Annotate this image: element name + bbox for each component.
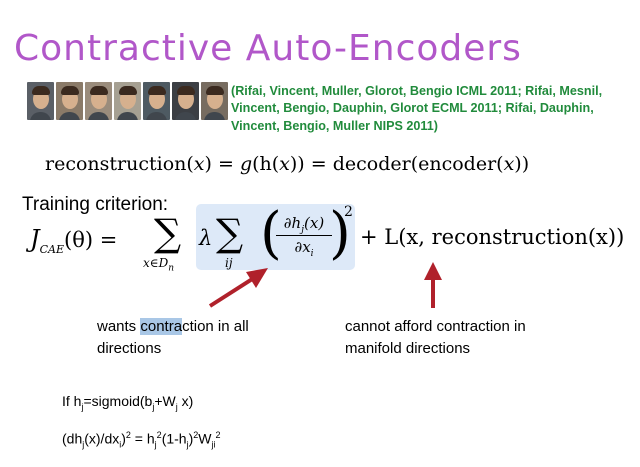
shoulders-shape (59, 112, 80, 120)
author-photos (27, 82, 228, 120)
hair-shape (31, 86, 50, 95)
shoulders-shape (30, 112, 51, 120)
hair-shape (89, 86, 108, 95)
lambda-symbol: λ (199, 226, 213, 250)
outer-sum-symbol: ∑ (154, 211, 182, 255)
author-photo (85, 82, 112, 120)
contraction-arrow (208, 268, 268, 308)
fraction-bar (276, 235, 332, 236)
shoulders-shape (117, 112, 138, 120)
author-photo (143, 82, 170, 120)
hair-shape (147, 86, 166, 95)
right-paren: ) (329, 201, 351, 266)
author-photo (114, 82, 141, 120)
reconstruction-formula: reconstruction(x) = g(h(x)) = decoder(en… (45, 153, 530, 175)
hair-shape (118, 86, 137, 95)
author-photo (201, 82, 228, 120)
derivative-formula: (dhj(x)/dxi)2 = hj2(1-hj)2Wji2 (62, 430, 221, 450)
hair-shape (205, 86, 224, 95)
inner-sum-subscript: ij (225, 256, 233, 270)
fraction-numerator: ∂hj(x) (283, 214, 325, 235)
author-photo (27, 82, 54, 120)
inner-sum-symbol: ∑ (216, 211, 244, 255)
training-criterion-label: Training criterion: (22, 194, 169, 215)
fraction-denominator: ∂xi (294, 238, 314, 259)
cae-objective-lhs: JCAE(θ) = (30, 225, 118, 256)
shoulders-shape (175, 112, 196, 120)
manifold-arrow (424, 262, 442, 308)
shoulders-shape (88, 112, 109, 120)
left-paren: ( (260, 201, 282, 266)
slide-title: Contractive Auto-Encoders (14, 28, 522, 69)
author-photo (56, 82, 83, 120)
hair-shape (60, 86, 79, 95)
shoulders-shape (146, 112, 167, 120)
sigmoid-definition: If hj=sigmoid(bj+Wj x) (62, 393, 194, 412)
jacobian-highlight-box (196, 204, 355, 270)
outer-sum-subscript: x∈Dn (143, 256, 175, 274)
square-exponent: 2 (344, 204, 353, 220)
shoulders-shape (204, 112, 225, 120)
reconstruction-loss-term: + L(x, reconstruction(x)) (360, 225, 625, 249)
hair-shape (176, 86, 195, 95)
author-photo (172, 82, 199, 120)
references-text: (Rifai, Vincent, Muller, Glorot, Bengio … (231, 84, 603, 133)
